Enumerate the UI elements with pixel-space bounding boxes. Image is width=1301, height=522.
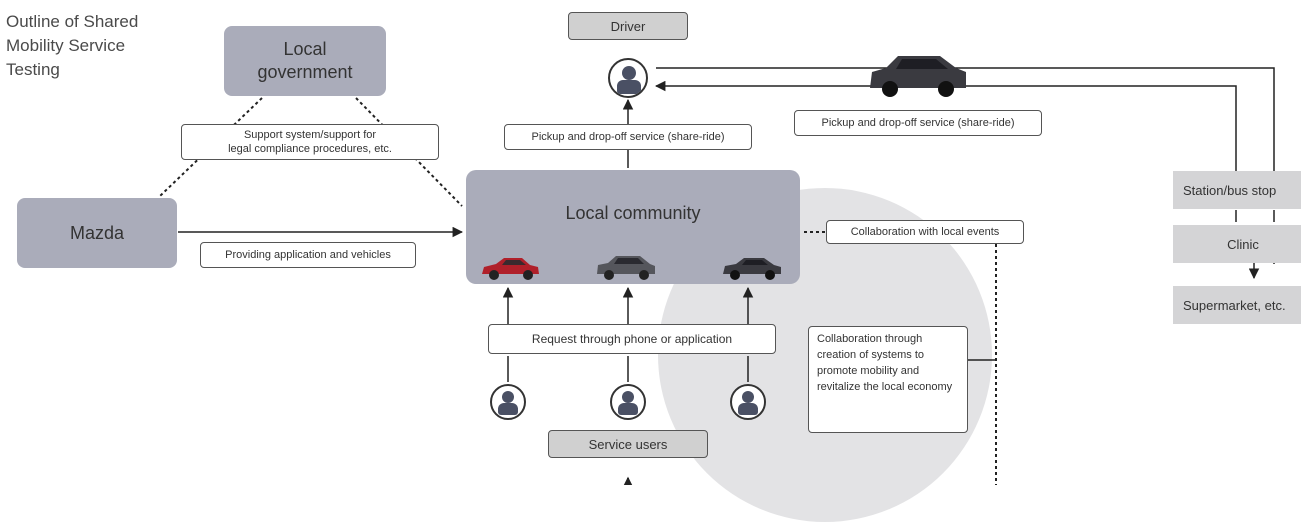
local-government-line-1: Local (283, 39, 327, 59)
diagram-heading: Outline of Shared Mobility Service Testi… (6, 10, 206, 82)
heading-line-1: Outline of Shared (6, 12, 139, 31)
pickup-label-right: Pickup and drop-off service (share-ride) (794, 110, 1042, 136)
support-label: Support system/support for legal complia… (181, 124, 439, 160)
inner-loop-arrow (654, 80, 1237, 176)
local-community-node: Local community (466, 170, 800, 284)
providing-label: Providing application and vehicles (200, 242, 416, 268)
request-label: Request through phone or application (488, 324, 776, 354)
supermarket-box: Supermarket, etc. (1173, 286, 1301, 324)
local-government-node: Local government (224, 26, 386, 96)
service-users-label: Service users (548, 430, 708, 458)
local-government-line-2: government (257, 62, 353, 82)
person-icon (730, 384, 766, 420)
car-icon (482, 258, 539, 280)
mazda-node: Mazda (17, 198, 177, 268)
support-label-line-2: legal compliance procedures, etc. (228, 143, 392, 155)
support-label-line-1: Support system/support for (243, 129, 377, 141)
car-icon (723, 258, 781, 280)
connector-lines (159, 67, 1275, 485)
person-icon (608, 58, 648, 98)
car-icon (870, 56, 966, 97)
person-icon (490, 384, 526, 420)
driver-label: Driver (568, 12, 688, 40)
outer-loop-line (656, 67, 1275, 176)
heading-line-3: Testing (6, 60, 60, 79)
person-icon (610, 384, 646, 420)
local-community-title: Local community (565, 203, 701, 223)
gov-community-link (355, 97, 463, 207)
pickup-label-left: Pickup and drop-off service (share-ride) (504, 124, 752, 150)
station-bus-stop-box: Station/bus stop (1173, 171, 1301, 209)
heading-line-2: Mobility Service (6, 36, 126, 55)
clinic-box: Clinic (1173, 225, 1301, 263)
collab-events-label: Collaboration with local events (826, 220, 1024, 244)
collab-systems-label: Collaboration through creation of system… (808, 326, 968, 433)
car-icon (597, 256, 655, 280)
